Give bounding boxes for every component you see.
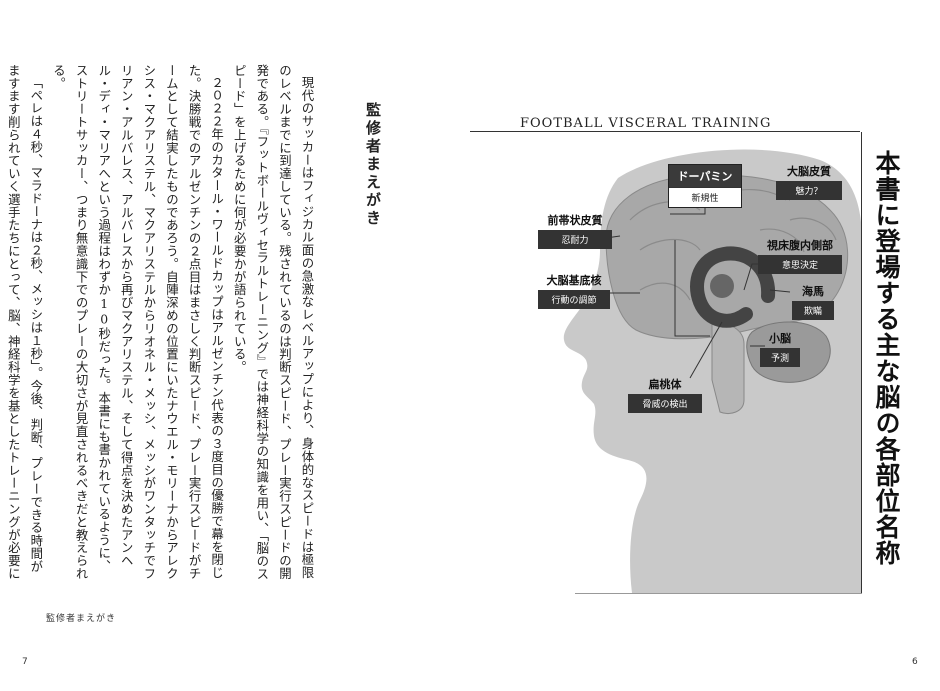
label-name: 視床腹内側部 <box>767 239 833 252</box>
label-desc: 忍耐力 <box>538 230 612 249</box>
label-name: 小脳 <box>769 332 791 345</box>
running-footer: 監修者まえがき <box>46 614 117 624</box>
brand-heading: FOOTBALL VISCERAL TRAINING <box>520 116 772 131</box>
label-name: 大脳基底核 <box>546 274 602 287</box>
page-number-left: 7 <box>22 657 28 667</box>
header-rule <box>470 131 860 132</box>
paragraph-3: 「ペレは４秒、マラドーナは２秒、メッシは１秒」。今後、判断、プレーできる時間がま… <box>6 64 44 580</box>
label-amygdala: 扁桃体 脅威の検出 <box>628 376 702 413</box>
label-name: 扁桃体 <box>648 378 682 391</box>
gyri <box>629 189 837 301</box>
label-desc: 魅力？ <box>776 181 842 200</box>
label-desc: 意思決定 <box>758 255 842 274</box>
label-name: ドーパミン <box>669 165 741 187</box>
label-desc: 欺瞞 <box>792 301 834 320</box>
label-name: 前帯状皮質 <box>547 214 603 227</box>
label-hippocampus: 海馬 欺瞞 <box>792 283 834 320</box>
label-dopamine: ドーパミン 新規性 <box>668 164 742 208</box>
label-cerebral-cortex: 大脳皮質 魅力？ <box>776 163 842 200</box>
label-desc: 脅威の検出 <box>628 394 702 413</box>
label-ventromedial-thalamus: 視床腹内側部 意思決定 <box>758 237 842 274</box>
section-title: 監修者まえがき <box>364 102 382 228</box>
paragraph-1: 現代のサッカーはフィジカル面の急激なレベルアップにより、身体的なスピードは極限の… <box>232 64 315 581</box>
bottom-rule <box>575 593 862 594</box>
label-desc: 予測 <box>760 348 800 367</box>
label-desc: 行動の調節 <box>538 290 610 309</box>
label-cerebellum: 小脳 予測 <box>760 330 800 367</box>
page-number-right: 6 <box>912 657 918 667</box>
label-name: 海馬 <box>802 285 824 298</box>
label-anterior-cingulate: 前帯状皮質 忍耐力 <box>538 212 612 249</box>
label-desc: 新規性 <box>669 187 741 207</box>
left-page: 現代のサッカーはフィジカル面の急激なレベルアップにより、身体的なスピードは極限の… <box>0 64 382 667</box>
thalamus <box>710 274 734 298</box>
label-name: 大脳皮質 <box>787 165 831 178</box>
body-text: 現代のサッカーはフィジカル面の急激なレベルアップにより、身体的なスピードは極限の… <box>0 64 318 584</box>
brainstem <box>711 321 745 414</box>
paragraph-2: ２０２２年のカタール・ワールドカップはアルゼンチン代表の３度目の優勝で幕を閉じた… <box>51 64 225 580</box>
diagram-title: 本書に登場する主な脳の各部位名称 <box>872 150 901 566</box>
label-basal-ganglia: 大脳基底核 行動の調節 <box>538 272 610 309</box>
vertical-rule <box>861 132 862 594</box>
